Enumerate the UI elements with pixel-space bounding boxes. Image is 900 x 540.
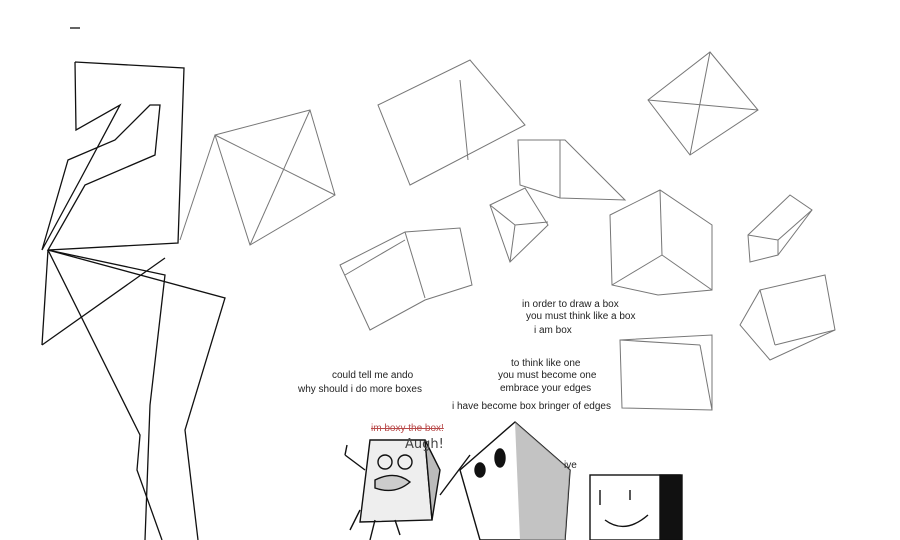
note-text: why should i do more boxes xyxy=(298,384,422,395)
note-text: embrace your edges xyxy=(500,383,592,394)
strikeout-text: im boxy the box! xyxy=(371,423,444,434)
handwritten-text: Augh! xyxy=(405,437,444,452)
note-text: you must become one xyxy=(498,370,597,381)
note-text: i am box xyxy=(534,325,572,336)
box-characters xyxy=(344,421,683,540)
note-text: to think like one xyxy=(511,358,581,369)
note-text: you must think like a box xyxy=(526,311,636,322)
stick-figure-lines xyxy=(41,27,226,540)
note-text: i have become box bringer of edges xyxy=(452,401,611,412)
box-sketches xyxy=(179,51,836,411)
note-text: in order to draw a box xyxy=(522,299,619,310)
note-text: could tell me ando xyxy=(332,370,414,381)
note-text: ive xyxy=(564,460,577,471)
